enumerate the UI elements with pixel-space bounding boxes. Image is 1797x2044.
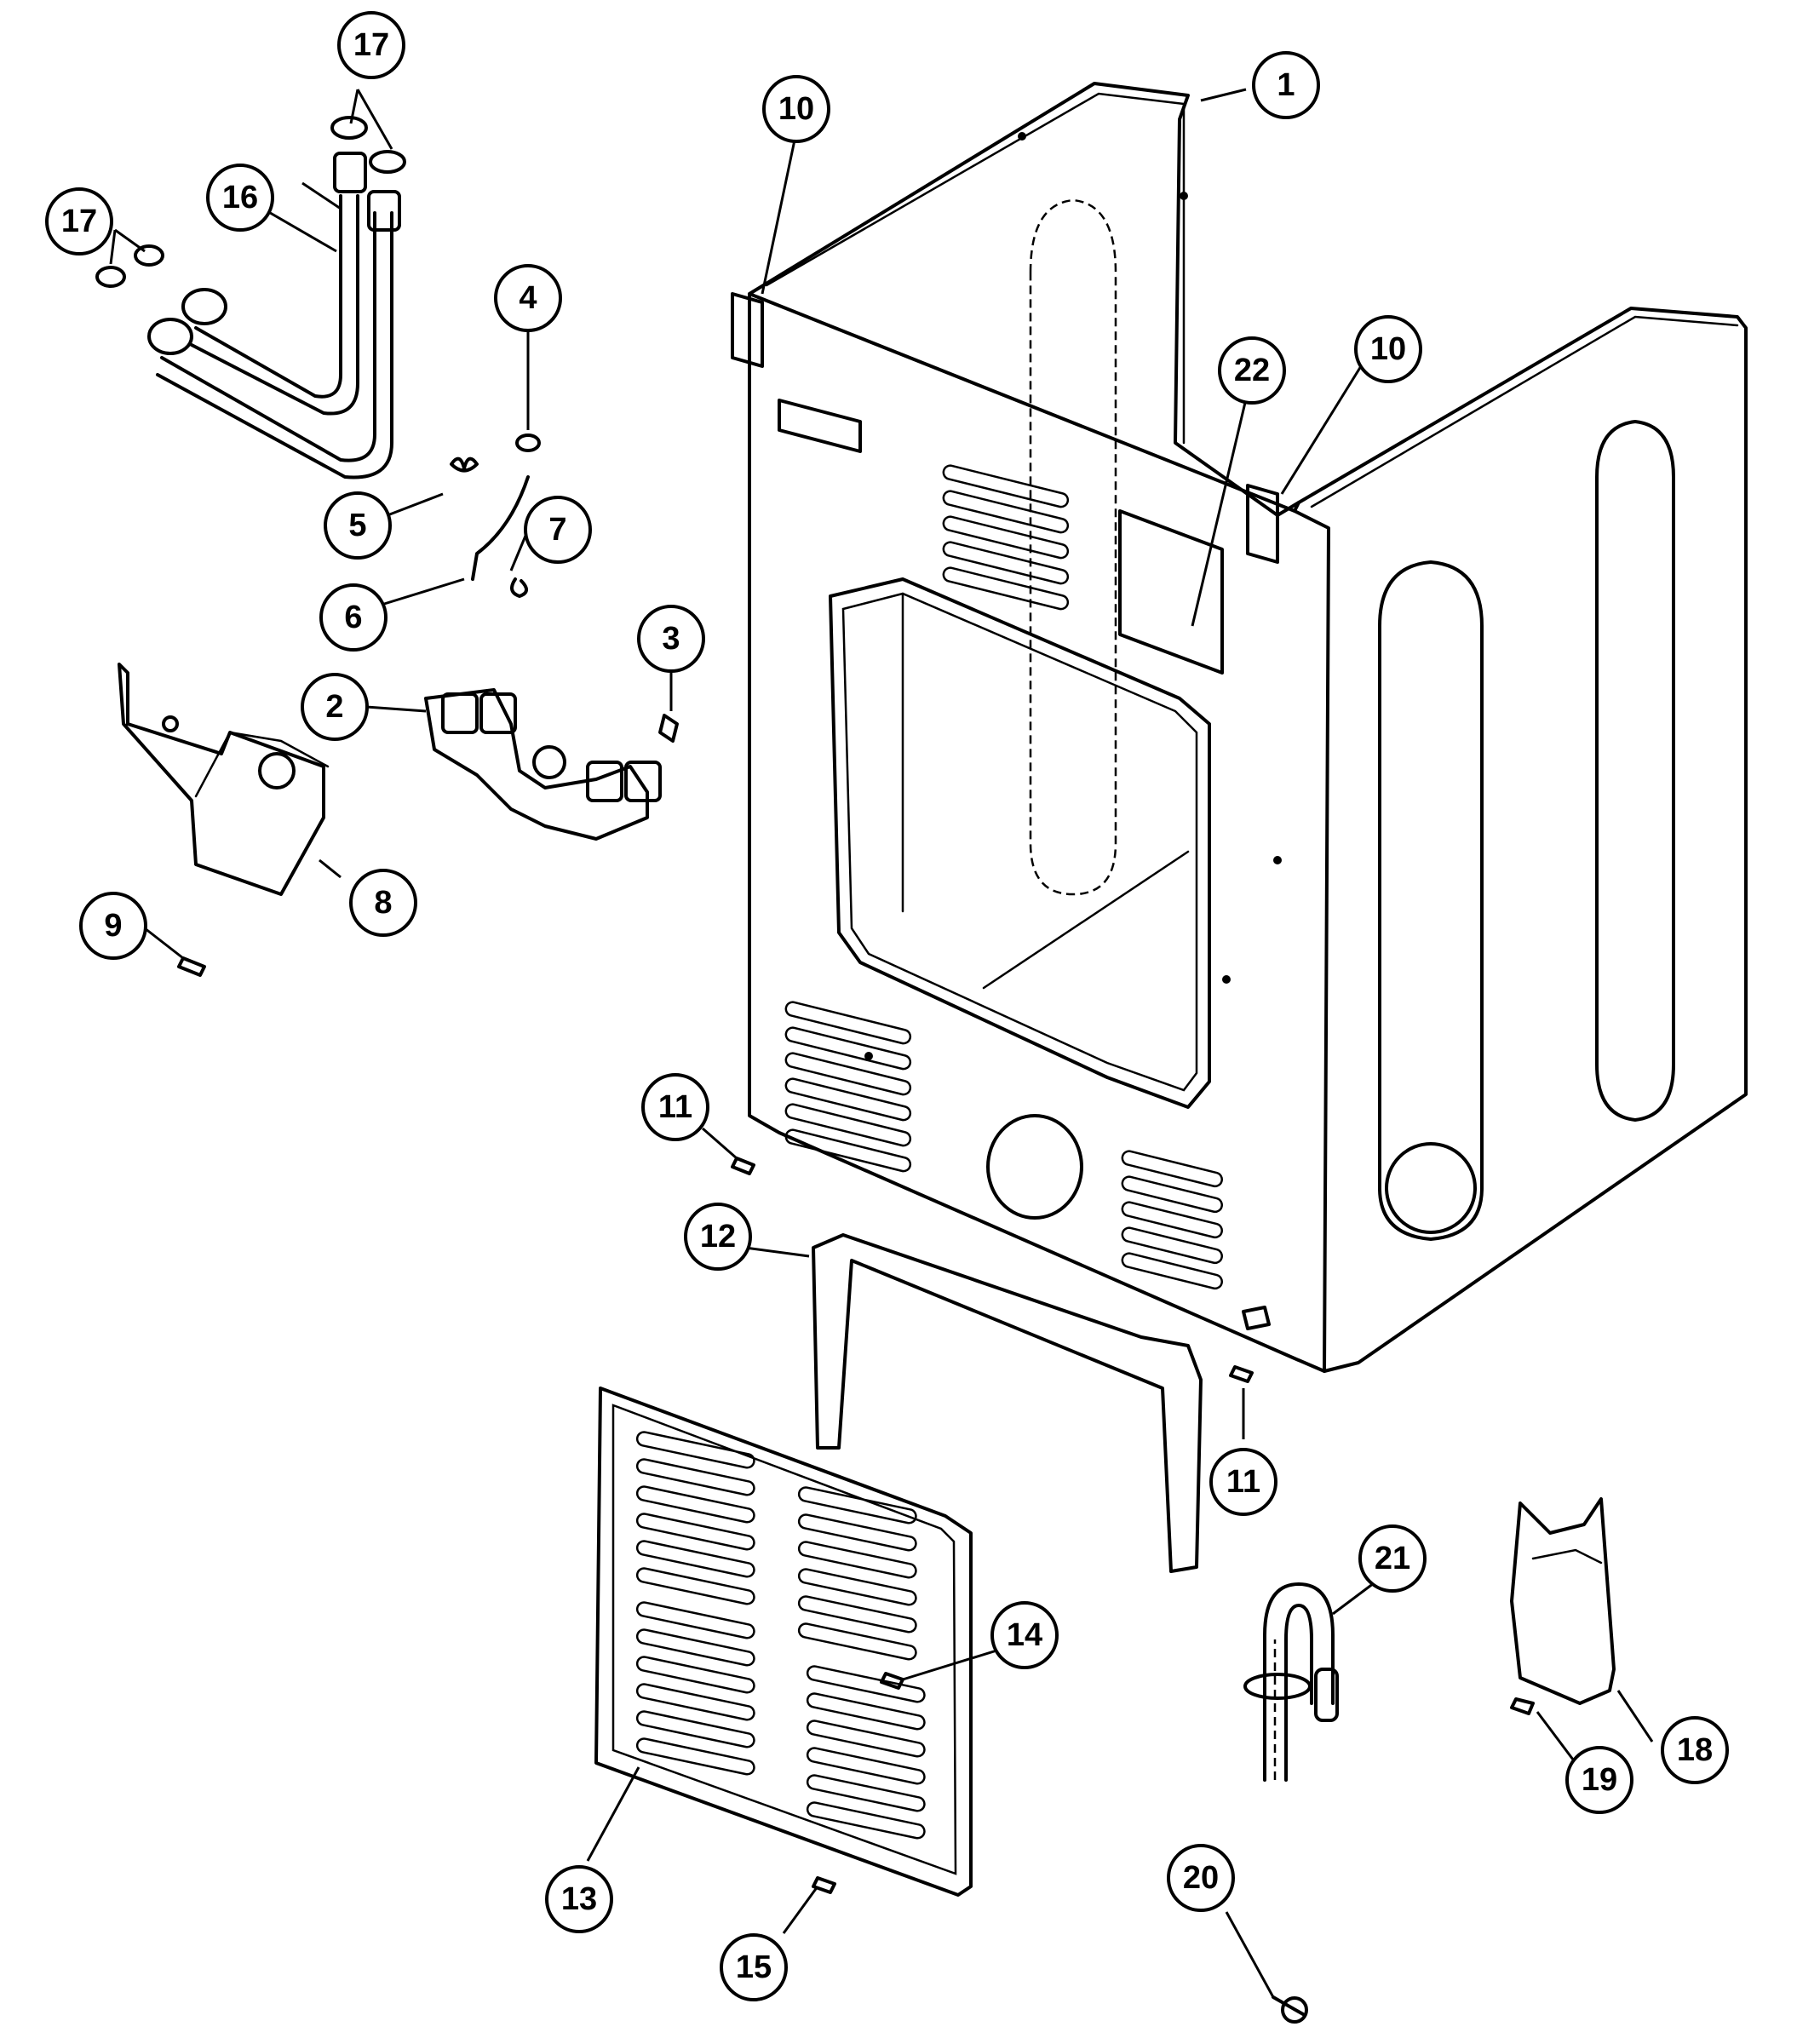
callout-6: 6 (319, 583, 388, 652)
callout-11-right: 11 (1209, 1448, 1277, 1516)
callout-15: 15 (720, 1933, 788, 2001)
callout-7: 7 (524, 496, 592, 564)
callout-20: 20 (1167, 1844, 1235, 1912)
small-tube-parts (450, 433, 541, 598)
svg-text:6: 6 (344, 600, 362, 635)
svg-text:2: 2 (325, 689, 343, 725)
svg-text:5: 5 (348, 508, 366, 543)
water-valve (424, 688, 679, 841)
base-brace (731, 1157, 1254, 1573)
svg-text:14: 14 (1007, 1617, 1042, 1653)
callout-16: 16 (206, 164, 274, 232)
leader-lines (109, 88, 1654, 1998)
callout-17-top: 17 (337, 11, 405, 79)
callout-11-left: 11 (641, 1073, 709, 1141)
svg-text:17: 17 (353, 27, 389, 63)
callout-1: 1 (1252, 51, 1320, 119)
drain-hose (1243, 1582, 1339, 2024)
valve-bracket (118, 663, 330, 977)
callout-21: 21 (1358, 1524, 1427, 1593)
callout-4: 4 (494, 264, 562, 332)
svg-text:9: 9 (104, 908, 122, 944)
svg-text:21: 21 (1375, 1541, 1410, 1576)
svg-text:22: 22 (1234, 353, 1270, 388)
callout-22: 22 (1218, 336, 1286, 405)
callout-13: 13 (545, 1865, 613, 1933)
front-access-panel (594, 1387, 973, 1897)
lower-right-louvers (1121, 1150, 1223, 1290)
panel-louvers (635, 1431, 926, 1840)
upper-louvers (942, 464, 1070, 611)
callout-14: 14 (990, 1601, 1059, 1669)
svg-text:1: 1 (1277, 67, 1295, 103)
svg-text:11: 11 (1226, 1464, 1260, 1500)
svg-text:8: 8 (374, 885, 392, 921)
callout-10-right: 10 (1354, 315, 1422, 383)
fill-hoses (95, 116, 406, 479)
callout-12: 12 (684, 1203, 752, 1271)
cabinet (731, 82, 1748, 1373)
svg-text:19: 19 (1582, 1762, 1617, 1798)
svg-text:15: 15 (736, 1949, 772, 1985)
callout-9: 9 (79, 892, 147, 960)
svg-text:7: 7 (548, 512, 566, 548)
svg-text:17: 17 (61, 204, 97, 239)
svg-text:18: 18 (1677, 1732, 1713, 1768)
svg-text:4: 4 (519, 280, 537, 316)
callout-10-left: 10 (762, 75, 830, 143)
callout-18: 18 (1661, 1716, 1729, 1784)
svg-text:20: 20 (1183, 1860, 1219, 1896)
svg-text:16: 16 (222, 180, 258, 215)
callout-19: 19 (1565, 1746, 1633, 1814)
svg-text:10: 10 (1370, 331, 1406, 367)
svg-text:13: 13 (561, 1881, 597, 1917)
svg-text:11: 11 (658, 1089, 692, 1125)
svg-text:3: 3 (662, 621, 680, 657)
callout-3: 3 (637, 605, 705, 673)
callout-5: 5 (324, 491, 392, 560)
callout-17-left: 17 (45, 187, 113, 256)
lower-left-louvers (784, 1001, 912, 1173)
svg-text:12: 12 (700, 1219, 736, 1255)
callout-8: 8 (349, 869, 417, 937)
svg-text:10: 10 (778, 91, 814, 127)
hose-bracket (1510, 1497, 1616, 1715)
callout-2: 2 (301, 673, 369, 741)
